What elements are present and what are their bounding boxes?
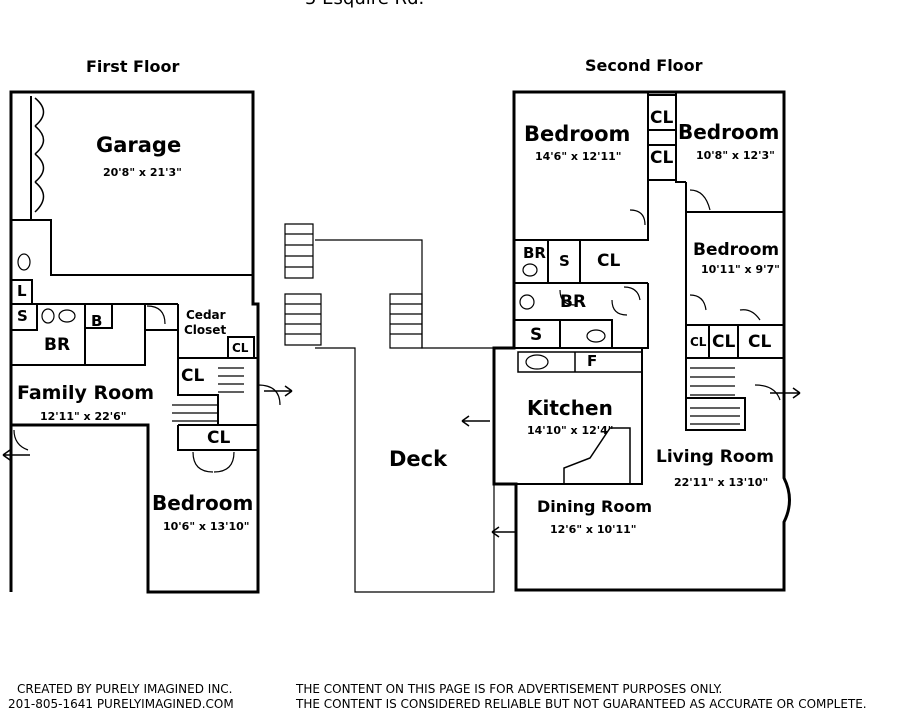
living-room-label: Living Room [656,447,774,467]
garage-label: Garage [96,133,182,157]
first-bedroom-dims: 10'6" x 13'10" [163,520,250,533]
dining-room-dims: 12'6" x 10'11" [550,523,637,536]
bedroom3-label: Bedroom [693,240,780,260]
deck-label: Deck [389,447,448,471]
first-cl-bedroom-label: CL [207,428,231,448]
second-s2-label: S [530,325,543,345]
dining-room-label: Dining Room [537,497,653,516]
first-br-label: BR [44,335,71,355]
bedroom1-label: Bedroom [524,122,631,146]
first-cl-stair-label: CL [181,366,205,386]
second-cl-a-label: CL [650,108,674,128]
cedar-closet-line1: Cedar [186,308,226,322]
fridge-label: F [587,352,598,370]
first-cl-small-label: CL [232,341,249,355]
address-label: 5 Esquire Rd. [305,0,424,8]
second-br2-label: BR [560,292,587,312]
living-room-dims: 22'11" x 13'10" [674,476,769,489]
second-cl-b-label: CL [650,148,674,168]
first-bedroom-label: Bedroom [152,491,254,515]
disclaimer-line1: THE CONTENT ON THIS PAGE IS FOR ADVERTIS… [296,682,723,696]
kitchen-label: Kitchen [527,396,613,420]
laundry-label: L [17,282,27,300]
second-cl-e-label: CL [712,332,736,352]
second-cl-f-label: CL [748,332,772,352]
garage-dims: 20'8" x 21'3" [103,166,182,179]
kitchen-dims: 14'10" x 12'4" [527,424,614,437]
bedroom2-label: Bedroom [678,120,780,144]
cedar-closet-line2: Closet [184,323,227,337]
first-floor-walls [9,90,281,594]
second-br1-label: BR [523,244,546,262]
first-s-label: S [17,307,28,325]
second-cl-d-label: CL [690,335,707,349]
first-b-label: B [91,312,103,330]
deck-structure [284,223,495,593]
first-floor-heading: First Floor [86,57,180,76]
creator-line2: 201-805-1641 PURELYIMAGINED.COM [8,697,234,711]
bedroom2-dims: 10'8" x 12'3" [696,149,775,162]
creator-line1: CREATED BY PURELY IMAGINED INC. [17,682,233,696]
bedroom3-dims: 10'11" x 9'7" [701,263,780,276]
family-room-dims: 12'11" x 22'6" [40,410,127,423]
second-floor-heading: Second Floor [585,56,703,75]
family-room-label: Family Room [17,382,155,404]
second-floor-walls [492,90,791,592]
disclaimer-line2: THE CONTENT IS CONSIDERED RELIABLE BUT N… [296,697,867,711]
bedroom1-dims: 14'6" x 12'11" [535,150,622,163]
second-cl-c-label: CL [597,251,621,271]
second-s1-label: S [559,252,570,270]
